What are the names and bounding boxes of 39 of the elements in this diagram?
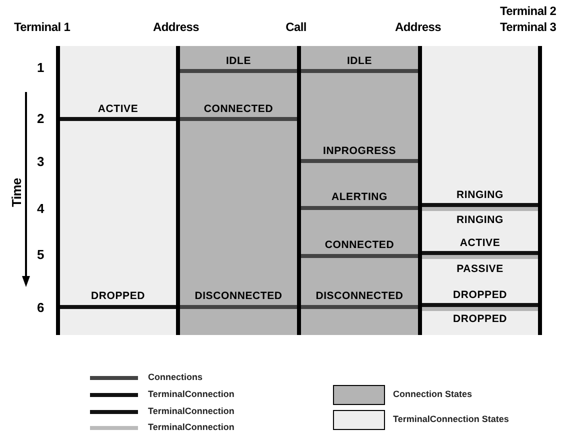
state-label: CONNECTED <box>324 239 394 251</box>
state-label: ACTIVE <box>98 103 138 115</box>
time-step-number: 2 <box>37 111 44 126</box>
state-label: DROPPED <box>90 290 146 302</box>
state-label: DROPPED <box>452 313 508 325</box>
time-step-number: 6 <box>37 300 44 315</box>
state-column <box>299 46 420 335</box>
time-step-number: 1 <box>37 60 44 75</box>
state-column <box>420 46 540 335</box>
state-label: INPROGRESS <box>323 145 396 157</box>
state-label: DISCONNECTED <box>194 290 282 302</box>
column-heading: Call <box>286 20 306 34</box>
state-label: ACTIVE <box>460 237 500 249</box>
state-label: IDLE <box>226 55 252 67</box>
column-heading: Terminal 3 <box>500 20 556 34</box>
state-label: CONNECTED <box>204 103 274 115</box>
time-step-number: 4 <box>37 201 44 216</box>
legend-label: Connection States <box>393 389 472 399</box>
state-label: ALERTING <box>331 191 388 203</box>
time-step-number: 3 <box>37 154 44 169</box>
legend-label: TerminalConnection <box>148 389 234 399</box>
axis-label: Time <box>8 178 24 207</box>
state-label: PASSIVE <box>456 263 504 275</box>
legend-label: TerminalConnection States <box>393 414 509 424</box>
state-label: RINGING <box>456 189 504 201</box>
column-heading: Address <box>153 20 199 34</box>
state-label: DISCONNECTED <box>316 290 404 302</box>
state-column <box>178 46 299 335</box>
legend-label: Connections <box>148 372 203 382</box>
state-label: DROPPED <box>452 289 508 301</box>
column-heading: Terminal 1 <box>14 20 70 34</box>
column-heading: Terminal 2 <box>500 4 556 18</box>
column-heading: Address <box>395 20 441 34</box>
state-label: RINGING <box>456 214 504 226</box>
state-label: IDLE <box>346 55 372 67</box>
time-step-number: 5 <box>37 247 44 262</box>
state-column <box>58 46 178 335</box>
legend-label: TerminalConnection <box>148 406 234 416</box>
legend-label: TerminalConnection <box>148 422 234 432</box>
